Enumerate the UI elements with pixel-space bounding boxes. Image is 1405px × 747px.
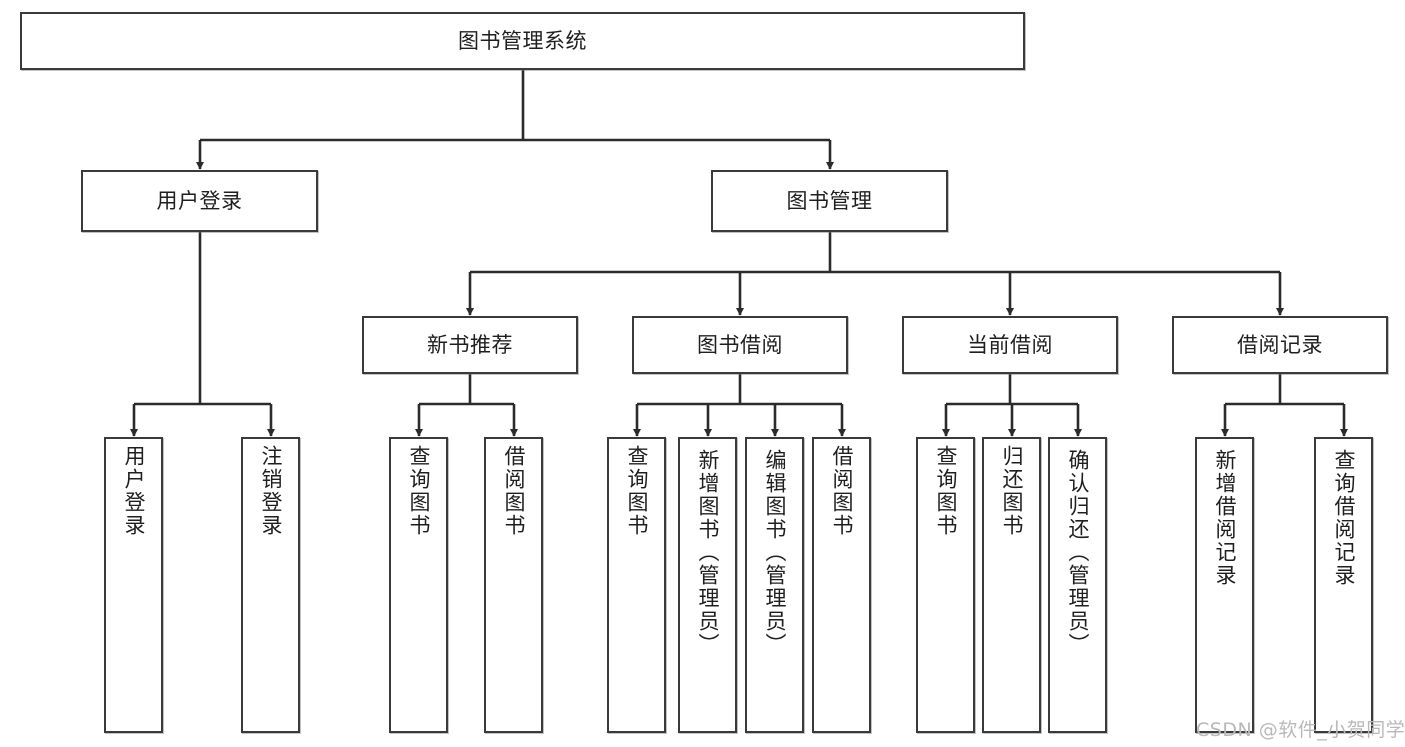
node-book-manage[interactable]: 图书管理	[711, 170, 948, 232]
node-label-query-borrow-record: 查询借阅记录	[1331, 449, 1356, 587]
node-label-user-logout: 注销登录	[258, 445, 283, 537]
node-current-borrow[interactable]: 当前借阅	[902, 316, 1118, 374]
node-label-query-book-3: 查询图书	[933, 445, 958, 537]
node-label-confirm-return-admin: 确认归还（管理员）	[1065, 449, 1090, 656]
node-label-user-login-do: 用户登录	[121, 445, 146, 537]
node-label-current-borrow: 当前借阅	[967, 332, 1053, 357]
node-new-book-recommend[interactable]: 新书推荐	[362, 316, 578, 374]
node-query-book-3[interactable]: 查询图书	[916, 437, 975, 733]
node-label-book-manage: 图书管理	[786, 188, 873, 213]
node-query-book-2[interactable]: 查询图书	[607, 437, 666, 733]
node-label-add-book-admin: 新增图书（管理员）	[695, 449, 720, 656]
node-label-edit-book-admin: 编辑图书（管理员）	[762, 449, 787, 656]
node-borrow-book-2[interactable]: 借阅图书	[812, 437, 871, 733]
node-label-query-book-2: 查询图书	[624, 445, 649, 537]
node-query-book-1[interactable]: 查询图书	[389, 437, 448, 733]
node-label-return-book: 归还图书	[999, 445, 1024, 537]
node-label-user-login: 用户登录	[156, 188, 243, 213]
node-return-book[interactable]: 归还图书	[982, 437, 1041, 733]
node-borrow-record[interactable]: 借阅记录	[1172, 316, 1388, 374]
node-label-borrow-book-2: 借阅图书	[829, 445, 854, 537]
node-user-login[interactable]: 用户登录	[81, 170, 318, 232]
node-add-borrow-record[interactable]: 新增借阅记录	[1195, 437, 1254, 733]
node-confirm-return-admin[interactable]: 确认归还（管理员）	[1048, 437, 1107, 733]
node-label-book-borrow: 图书借阅	[697, 332, 783, 357]
node-book-borrow[interactable]: 图书借阅	[632, 316, 848, 374]
node-user-logout[interactable]: 注销登录	[241, 437, 300, 733]
node-user-login-do[interactable]: 用户登录	[104, 437, 163, 733]
node-root[interactable]: 图书管理系统	[20, 12, 1025, 70]
node-label-new-book-recommend: 新书推荐	[427, 332, 513, 357]
node-query-borrow-record[interactable]: 查询借阅记录	[1314, 437, 1373, 733]
node-edit-book-admin[interactable]: 编辑图书（管理员）	[745, 437, 804, 733]
node-label-query-book-1: 查询图书	[406, 445, 431, 537]
node-add-book-admin[interactable]: 新增图书（管理员）	[678, 437, 737, 733]
node-borrow-book-1[interactable]: 借阅图书	[484, 437, 543, 733]
node-label-borrow-record: 借阅记录	[1237, 332, 1323, 357]
node-label-add-borrow-record: 新增借阅记录	[1212, 449, 1237, 587]
node-label-borrow-book-1: 借阅图书	[501, 445, 526, 537]
node-label-root: 图书管理系统	[458, 28, 587, 53]
